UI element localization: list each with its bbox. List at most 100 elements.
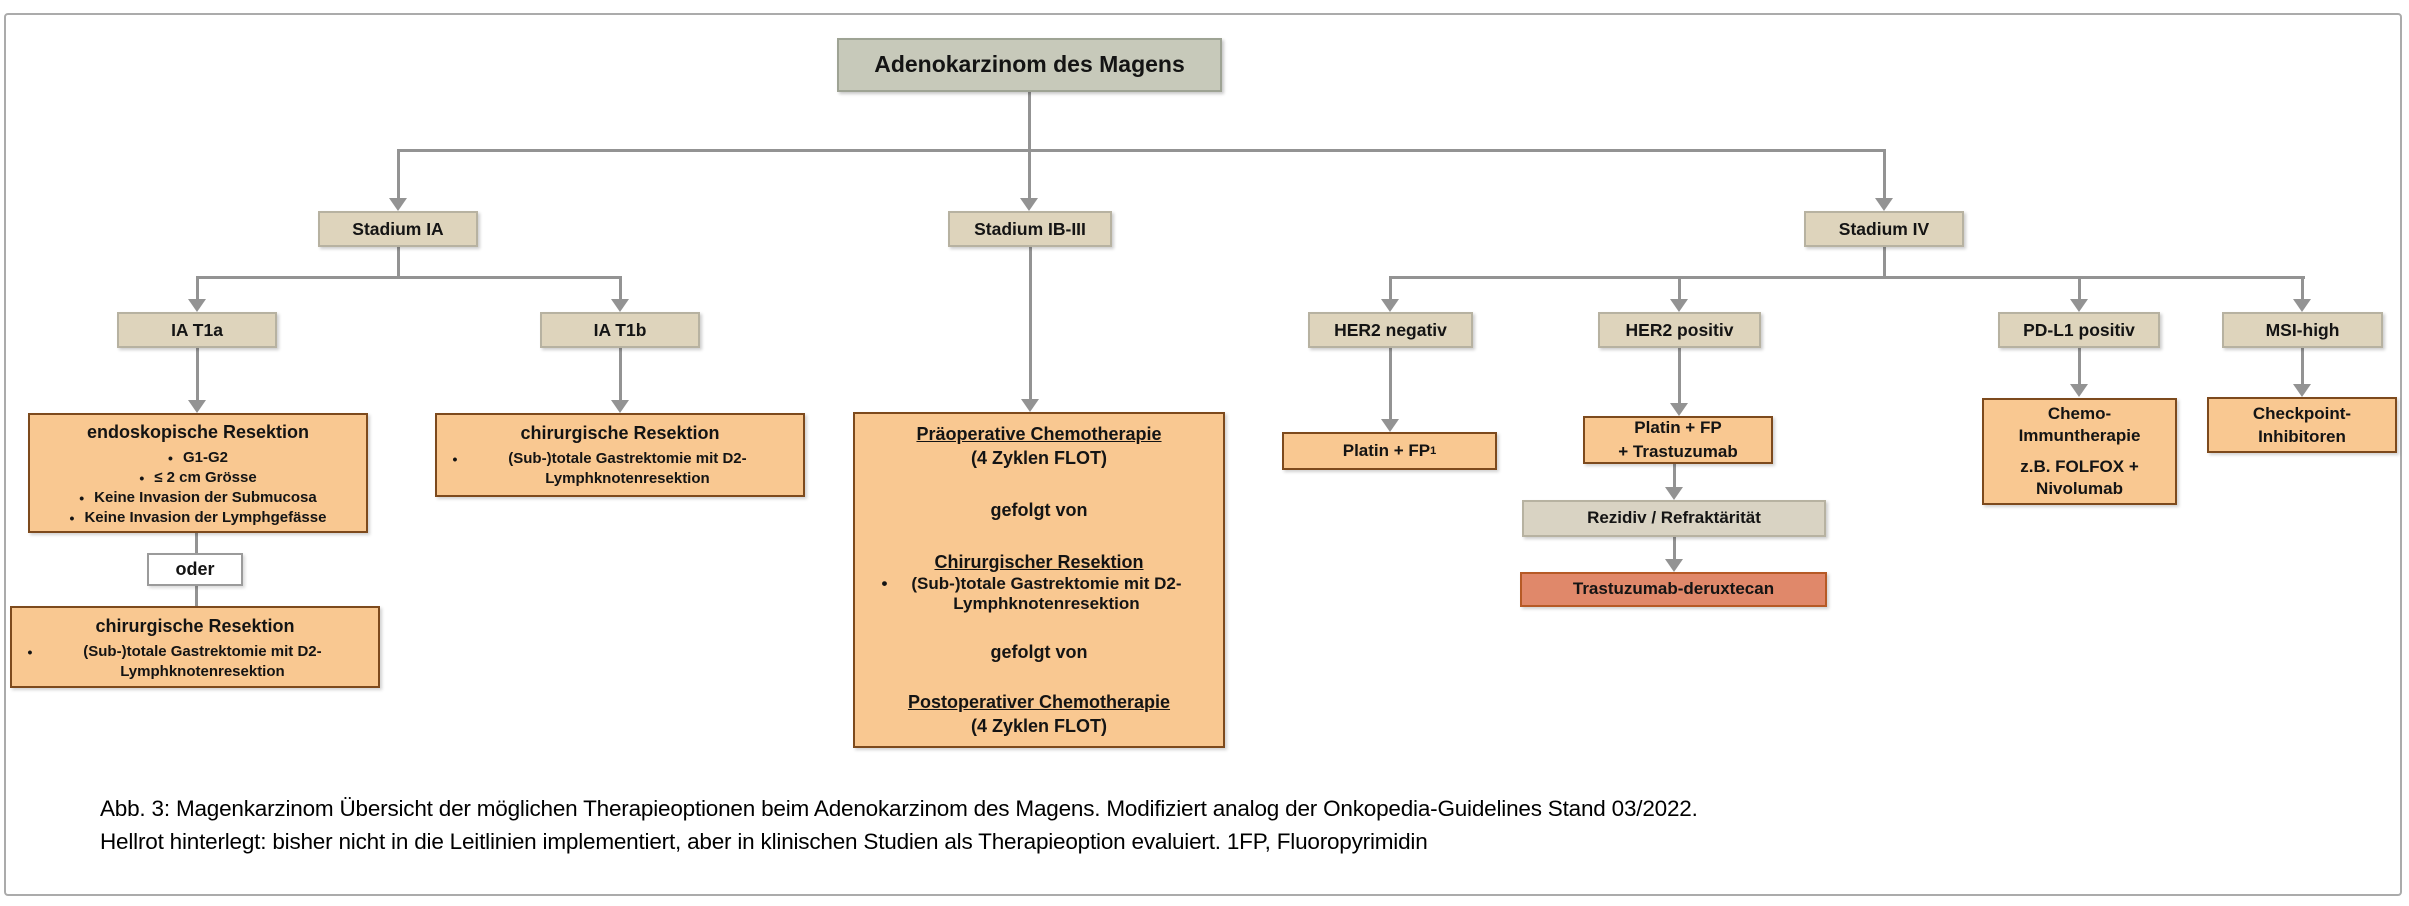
- node-label-line1: Platin + FP: [1634, 418, 1722, 438]
- arrowhead-msi: [2293, 299, 2311, 312]
- arrowhead-stadium-iv: [1875, 198, 1893, 211]
- connector-oder-to-chirurgische: [195, 586, 198, 606]
- node-checkpoint-inhibitoren: Checkpoint- Inhibitoren: [2207, 397, 2397, 453]
- bullet-text: (Sub-)totale Gastrektomie mit D2-Lymphkn…: [508, 450, 747, 487]
- bullet-text: G1-G2: [182, 449, 228, 466]
- preoperative-chemo-title: Präoperative Chemotherapie: [916, 424, 1162, 444]
- node-her2-negativ: HER2 negativ: [1308, 312, 1473, 348]
- figure-caption-line1: Abb. 3: Magenkarzinom Übersicht der mögl…: [100, 796, 1698, 821]
- connector-t1b-to-chirurgische: [619, 348, 622, 401]
- connector-drop-ia-t1a: [196, 277, 199, 300]
- node-label: Platin + FP: [1342, 440, 1431, 460]
- arrowhead-ia-t1b: [611, 299, 629, 312]
- node-rezidiv-refraktaeritaet: Rezidiv / Refraktärität: [1522, 500, 1826, 537]
- figure-caption: Abb. 3: Magenkarzinom Übersicht der mögl…: [100, 792, 1698, 858]
- connector-drop-stadium-ia: [397, 149, 400, 199]
- arrowhead-trastuzumab-deruxtecan: [1665, 559, 1683, 572]
- connector-stadium-iv-down: [1883, 247, 1886, 278]
- node-label-line3: z.B. FOLFOX +: [2020, 457, 2139, 476]
- connector-stadium-ia-down: [397, 247, 400, 278]
- bullet-marker: •: [452, 451, 458, 467]
- node-title: chirurgische Resektion: [95, 616, 295, 636]
- connector-her2pos-to-platin: [1678, 348, 1681, 404]
- arrowhead-pdl1: [2070, 299, 2088, 312]
- list-item: • Keine Invasion der Lymphgefässe: [70, 508, 327, 528]
- postoperative-chemo-sub: (4 Zyklen FLOT): [970, 716, 1107, 736]
- arrowhead-ia-t1a: [188, 299, 206, 312]
- arrowhead-perioperative: [1021, 399, 1039, 412]
- node-stadium-iv: Stadium IV: [1804, 211, 1964, 247]
- list-item: • (Sub-)totale Gastrektomie mit D2-Lymph…: [453, 449, 788, 489]
- bullet-marker: •: [139, 470, 145, 486]
- connector-pdl1-to-chemo: [2078, 348, 2081, 385]
- arrowhead-chirurgische-t1b: [611, 400, 629, 413]
- connector-platin-to-rezidiv: [1673, 464, 1676, 488]
- node-label-line4: Nivolumab: [2036, 479, 2123, 498]
- node-perioperative-therapie: Präoperative Chemotherapie (4 Zyklen FLO…: [853, 412, 1225, 748]
- node-chirurgische-resektion-t1a: chirurgische Resektion • (Sub-)totale Ga…: [10, 606, 380, 688]
- node-label-line2: Inhibitoren: [2258, 427, 2346, 446]
- bullet-marker: •: [27, 644, 33, 660]
- bullet-text: Keine Invasion der Lymphgefässe: [84, 509, 327, 526]
- connector-ia-spreader: [196, 276, 622, 279]
- node-chirurgische-resektion-t1b: chirurgische Resektion • (Sub-)totale Ga…: [435, 413, 805, 497]
- followed-by-label: gefolgt von: [990, 500, 1088, 520]
- connector-drop-ia-t1b: [619, 277, 622, 300]
- node-msi-high: MSI-high: [2222, 312, 2383, 348]
- connector-drop-pdl1: [2078, 277, 2081, 300]
- arrowhead-endoskopische: [188, 400, 206, 413]
- connector-msi-to-checkpoint: [2301, 348, 2304, 385]
- connector-ib-iii-to-therapy: [1029, 247, 1032, 400]
- arrowhead-chemo-immuntherapie: [2070, 384, 2088, 397]
- bullet-text: ≤ 2 cm Grösse: [154, 469, 257, 486]
- bullet-text: (Sub-)totale Gastrektomie mit D2-Lymphkn…: [83, 643, 322, 680]
- node-title: chirurgische Resektion: [520, 423, 720, 443]
- bullet-marker: •: [79, 490, 85, 506]
- connector-drop-her2-positiv: [1678, 277, 1681, 300]
- arrowhead-rezidiv: [1665, 487, 1683, 500]
- postoperative-chemo-title: Postoperativer Chemotherapie: [907, 692, 1171, 712]
- list-item: • G1-G2: [168, 448, 228, 468]
- node-chemo-immuntherapie: Chemo- Immuntherapie z.B. FOLFOX + Nivol…: [1982, 398, 2177, 505]
- connector-rezidiv-to-deruxtecan: [1673, 537, 1676, 560]
- connector-t1a-to-endoskopische: [196, 348, 199, 401]
- arrowhead-stadium-ia: [389, 198, 407, 211]
- arrowhead-her2-negativ: [1381, 299, 1399, 312]
- node-label-line1: Chemo-: [2047, 404, 2112, 423]
- preoperative-chemo-sub: (4 Zyklen FLOT): [970, 448, 1107, 468]
- list-item: • (Sub-)totale Gastrektomie mit D2-Lymph…: [28, 642, 363, 682]
- figure-caption-line2: Hellrot hinterlegt: bisher nicht in die …: [100, 829, 1428, 854]
- arrowhead-platin-fp-trastuzumab: [1670, 403, 1688, 416]
- followed-by-label: gefolgt von: [990, 642, 1088, 662]
- node-trastuzumab-deruxtecan: Trastuzumab-deruxtecan: [1520, 572, 1827, 607]
- list-item: • (Sub-)totale Gastrektomie mit D2-Lymph…: [882, 574, 1197, 614]
- node-platin-fp-trastuzumab: Platin + FP + Trastuzumab: [1583, 416, 1773, 464]
- node-pd-l1-positiv: PD-L1 positiv: [1998, 312, 2160, 348]
- connector-drop-her2-negativ: [1389, 277, 1392, 300]
- node-her2-positiv: HER2 positiv: [1598, 312, 1761, 348]
- bullet-marker: •: [69, 510, 75, 526]
- connector-root-trunk: [1028, 92, 1031, 199]
- node-ia-t1b: IA T1b: [540, 312, 700, 348]
- bullet-marker: •: [881, 574, 888, 593]
- connector-iv-spreader: [1389, 276, 2305, 279]
- node-title: endoskopische Resektion: [86, 422, 310, 442]
- connector-endoskopische-to-oder: [195, 533, 198, 553]
- arrowhead-platin-fp: [1381, 419, 1399, 432]
- list-item: • ≤ 2 cm Grösse: [139, 468, 256, 488]
- connector-top-spreader: [397, 149, 1886, 152]
- bullet-marker: •: [168, 450, 173, 466]
- node-oder: oder: [147, 553, 243, 586]
- arrowhead-her2-positiv: [1670, 299, 1688, 312]
- connector-drop-msi: [2301, 277, 2304, 300]
- node-endoskopische-resektion: endoskopische Resektion • G1-G2 • ≤ 2 cm…: [28, 413, 368, 533]
- node-label-line2: Immuntherapie: [2018, 426, 2141, 445]
- node-label-line2: + Trastuzumab: [1618, 441, 1738, 461]
- node-label-line1: Checkpoint-: [2252, 404, 2352, 423]
- list-item: • Keine Invasion der Submucosa: [79, 488, 316, 508]
- connector-her2neg-to-platin: [1389, 348, 1392, 420]
- node-stadium-ib-iii: Stadium IB-III: [948, 211, 1112, 247]
- surgical-resection-title: Chirurgischer Resektion: [934, 552, 1144, 572]
